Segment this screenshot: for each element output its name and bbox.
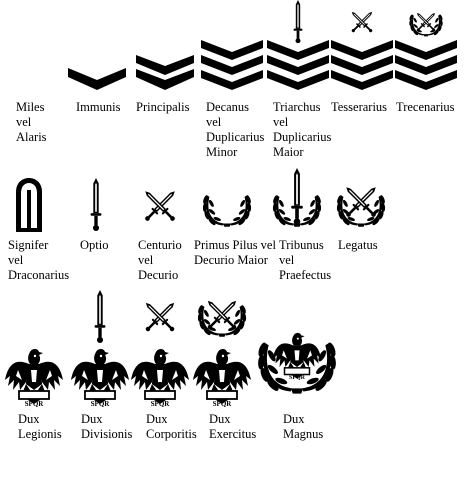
insignia-dux-magnus: SPQR [255,318,339,402]
laurel-wreath-icon: SPQR [256,332,338,394]
rank-label: Miles vel Alaris [16,100,47,144]
insignia-decanus [201,40,263,90]
rank-label: Principalis [136,100,190,114]
spqr-plaque: SPQR [213,400,233,408]
rank-label: Legatus [338,238,378,252]
rank-label: Tribunus vel Praefectus [279,238,332,282]
laurel-wreath-icon [408,14,444,37]
crossed-swords-icon [350,10,374,34]
laurel-wreath-icon [197,304,247,337]
eagle-icon: SPQR [4,348,64,408]
insignia-triarchus [267,0,329,90]
spqr-plaque: SPQR [25,400,45,408]
rank-label: Decanus vel Duplicarius Minor [206,100,265,159]
chevron-icon [68,68,126,90]
chevron-icon [267,0,329,90]
insignia-signifer [14,178,44,232]
insignia-tesserarius [331,4,393,90]
spqr-plaque: SPQR [151,400,171,408]
insignia-dux-exercitus: SPQR [192,290,252,408]
rank-label: Tesserarius [331,100,388,114]
rank-label: Dux Magnus [283,412,324,441]
insignia-primus-pilus [201,180,253,232]
insignia-principalis [136,55,194,90]
eagle-icon: SPQR [192,290,252,408]
insignia-legatus [332,176,390,232]
rank-label: Dux Corporitis [146,412,197,441]
sword-icon [293,0,303,44]
chevron-icon [136,55,194,90]
insignia-dux-corporitis: SPQR [130,292,190,408]
insignia-optio [86,178,106,232]
spqr-plaque: SPQR [289,375,306,381]
laurel-wreath-icon [202,194,252,227]
eagle-icon [272,332,322,380]
rank-label: Signifer vel Draconarius [8,238,70,282]
rank-label: Primus Pilus vel Decurio Maior [194,238,276,267]
laurel-wreath-icon [336,176,386,227]
rank-label: Dux Divisionis [81,412,133,441]
rank-label: Immunis [76,100,121,114]
eagle-icon: SPQR [70,290,130,408]
rank-label: Centurio vel Decurio [138,238,182,282]
eagle-icon: SPQR [130,292,190,408]
insignia-trecenarius [395,4,457,90]
insignia-centurio [134,180,186,232]
standard-banner-icon [16,178,42,232]
rank-label: Trecenarius [396,100,455,114]
insignia-immunis [68,68,126,90]
spqr-plaque: SPQR [91,400,111,408]
crossed-swords-icon [134,180,186,232]
rank-label: Dux Exercitus [209,412,257,441]
rank-label: Triarchus vel Duplicarius Maior [273,100,332,159]
insignia-dux-legionis: SPQR [4,348,64,408]
crossed-swords-icon [343,184,378,219]
chevron-icon [201,40,263,90]
insignia-dux-divisionis: SPQR [70,290,130,408]
chevron-icon [395,4,457,90]
chevron-icon [331,4,393,90]
rank-label: Dux Legionis [18,412,62,441]
crossed-swords-icon [143,300,177,333]
sword-icon [94,290,106,343]
sword-icon [291,168,303,225]
laurel-wreath-icon [272,168,322,227]
crossed-swords-icon [415,11,437,32]
crossed-swords-icon [205,298,239,331]
rank-label: Optio [80,238,109,252]
sword-icon [90,178,102,231]
insignia-tribunus [271,168,323,232]
